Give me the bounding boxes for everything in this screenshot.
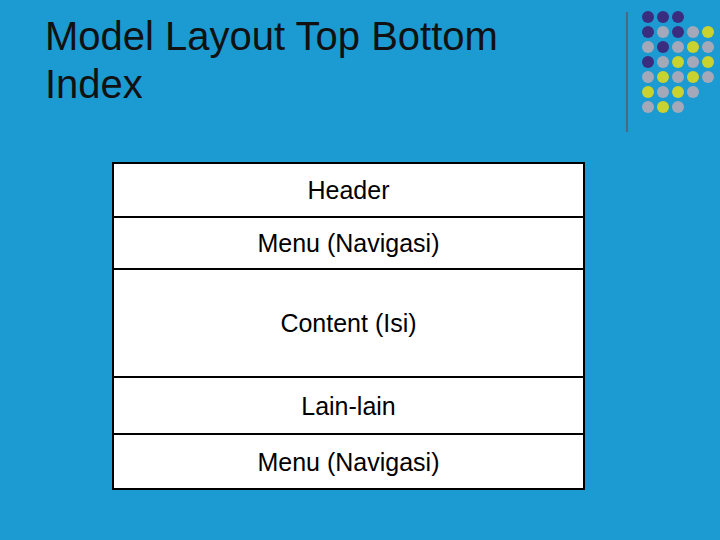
dot (672, 86, 684, 98)
layout-band: Header (112, 162, 585, 218)
dot (702, 26, 714, 38)
slide-title: Model Layout Top Bottom Index (45, 12, 535, 108)
dot (672, 101, 684, 113)
dot (657, 11, 669, 23)
dot (642, 26, 654, 38)
dot (687, 41, 699, 53)
dot (642, 86, 654, 98)
dot (657, 101, 669, 113)
dot (702, 71, 714, 83)
layout-band: Menu (Navigasi) (112, 218, 585, 270)
layout-band: Menu (Navigasi) (112, 435, 585, 490)
layout-band: Lain-lain (112, 378, 585, 435)
dot (702, 56, 714, 68)
dot (642, 101, 654, 113)
dot (657, 86, 669, 98)
dot (672, 41, 684, 53)
band-label: Lain-lain (293, 391, 404, 421)
dot (702, 41, 714, 53)
band-label: Header (300, 175, 398, 205)
dot (657, 41, 669, 53)
dot (657, 56, 669, 68)
dot-grid (642, 11, 714, 113)
dot (672, 11, 684, 23)
dot (672, 26, 684, 38)
dot (657, 71, 669, 83)
dot (642, 56, 654, 68)
dot (687, 86, 699, 98)
dot (657, 26, 669, 38)
band-label: Menu (Navigasi) (249, 228, 447, 258)
dot (642, 11, 654, 23)
dot (672, 71, 684, 83)
dot (672, 56, 684, 68)
dot (687, 56, 699, 68)
dot (642, 41, 654, 53)
dot (687, 26, 699, 38)
band-label: Content (Isi) (272, 308, 424, 338)
band-label: Menu (Navigasi) (249, 447, 447, 477)
dot (642, 71, 654, 83)
dot (687, 71, 699, 83)
layout-band: Content (Isi) (112, 270, 585, 378)
divider-line (626, 12, 628, 132)
